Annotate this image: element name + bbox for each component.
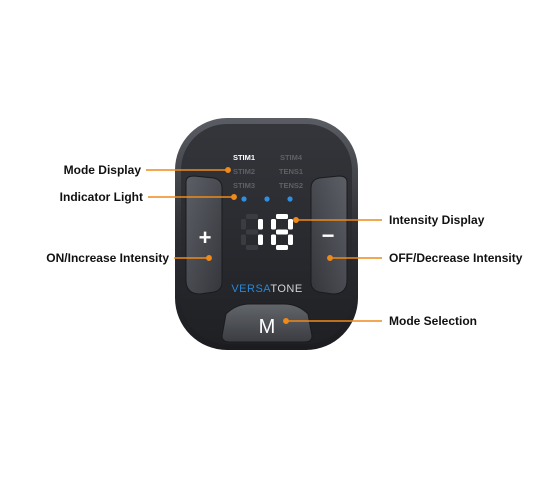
plus-button[interactable] [185,175,223,295]
digit-segment [258,234,263,245]
digit-segment [246,229,258,235]
digit-segment [246,245,258,250]
indicator-lights [241,196,293,202]
callout-off-decrease: OFF/Decrease Intensity [389,251,523,265]
mode-label-stim1: STIM1 [233,153,255,162]
mode-display: STIM1 STIM2 STIM3 STIM4 TENS1 TENS2 [233,153,303,190]
callout-mode-display: Mode Display [63,163,141,177]
brand-logo: VERSATONE [231,283,302,295]
leader-dot [225,167,231,173]
digit-segment [271,219,276,230]
mode-button[interactable] [221,303,313,343]
digit-segment [276,245,288,250]
indicator-light [287,196,293,202]
callout-intensity-display: Intensity Display [389,213,485,227]
mode-label-tens1: TENS1 [279,167,303,176]
callout-on-increase: ON/Increase Intensity [46,251,169,265]
device-face [181,124,352,344]
digit-segment [271,234,276,245]
leader-dot [283,318,289,324]
intensity-display [241,214,293,250]
callout-indicator-light: Indicator Light [59,190,143,204]
digit-segment [241,219,246,230]
digit-segment [246,214,258,219]
minus-symbol: − [322,223,335,248]
indicator-light [241,196,247,202]
leader-dot [293,217,299,223]
digit-segment [288,234,293,245]
leader-dot [327,255,333,261]
plus-symbol: + [199,225,212,250]
mode-label-stim4: STIM4 [280,153,303,162]
digit-segment [288,219,293,230]
indicator-light [264,196,270,202]
mode-label-tens2: TENS2 [279,181,303,190]
digit-segment [241,234,246,245]
callout-mode-selection: Mode Selection [389,314,478,328]
mode-button-label: M [259,316,276,338]
mode-label-stim2: STIM2 [233,167,255,176]
digit-segment [276,214,288,219]
digit-segment [276,229,288,235]
minus-button[interactable] [310,175,348,295]
mode-label-stim3: STIM3 [233,181,255,190]
leader-dot [206,255,212,261]
digit-segment [258,219,263,230]
leader-dot [231,194,237,200]
callout-leaders [146,167,382,324]
